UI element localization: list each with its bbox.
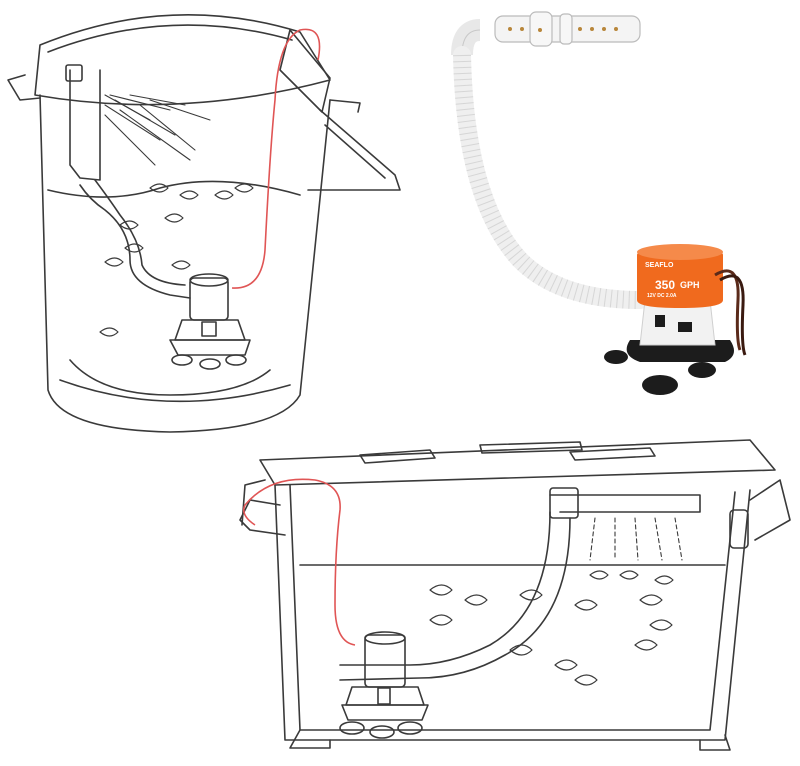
bucket-body [39, 94, 331, 433]
cooler-spray-bar [549, 494, 701, 513]
bucket-aerator-illustration [7, 14, 401, 433]
cooler-body [274, 484, 751, 741]
bucket-fish [99, 183, 254, 337]
bucket-illustration [0, 0, 420, 440]
bilge-pump-with-spray-bar [451, 11, 747, 395]
power-wire [231, 28, 321, 289]
cooler-power-wire [242, 478, 356, 646]
cooler-handle-right [749, 479, 791, 541]
water-surface [47, 180, 301, 198]
bucket-pump [169, 273, 251, 370]
bucket-rim [34, 14, 331, 106]
bucket-handle [307, 109, 401, 191]
cooler-livewell-illustration [239, 439, 791, 751]
pump-capacity-number: 350 [655, 278, 676, 292]
pump-capacity-unit: GPH [680, 280, 700, 290]
product-photo: SEAFLO 350 GPH 12V DC 2.0A [440, 0, 800, 420]
spray-bar-pipe [69, 69, 101, 181]
cooler-fish [429, 570, 674, 686]
cooler-lid [259, 439, 776, 486]
cooler-handle-left [239, 499, 286, 536]
pump-brand-text: SEAFLO [645, 262, 674, 269]
spray-bar [451, 11, 641, 56]
pump-unit [604, 244, 747, 395]
corrugated-hose [453, 46, 649, 309]
pump-spec-line: 12V DC 2.0A [647, 293, 677, 299]
cooler-illustration [230, 430, 800, 766]
cooler-pump [339, 631, 429, 739]
